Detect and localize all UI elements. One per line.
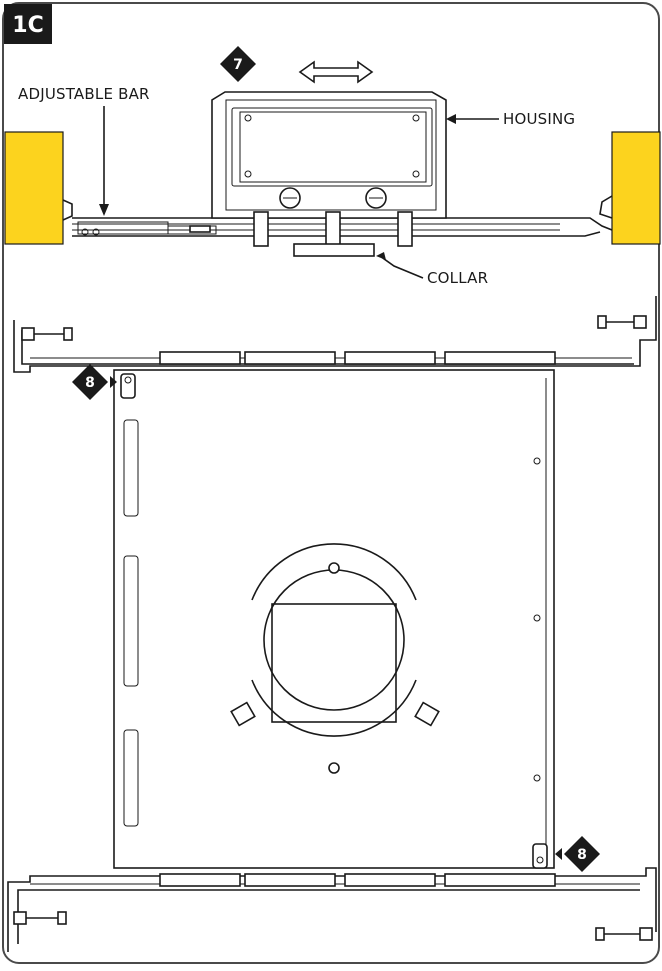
pointer-arrow-icon — [446, 114, 456, 124]
adjustable-bar — [72, 217, 613, 237]
double-arrow-icon — [298, 60, 374, 84]
figure-badge-text: 1C — [12, 13, 43, 38]
step-marker-icon: 7 — [220, 46, 256, 82]
bracket-right — [599, 195, 613, 219]
pointer-arrow-icon — [379, 255, 424, 279]
figure-badge: 1C — [4, 4, 52, 44]
circular-opening — [230, 543, 440, 774]
housing-box — [211, 91, 447, 247]
joist-right — [611, 131, 661, 245]
pointer-arrow-icon — [99, 204, 109, 216]
bracket-left — [62, 199, 73, 221]
step-marker-icon: 8 — [72, 364, 117, 400]
mounting-plate — [113, 369, 555, 869]
step-marker-icon: 8 — [555, 836, 600, 872]
pointer-arrow-icon — [376, 252, 386, 260]
label-adjustable-bar: ADJUSTABLE BAR — [18, 85, 150, 103]
top-view: 8 8 — [7, 296, 657, 952]
joist-left — [4, 131, 64, 245]
step-left-number: 8 — [85, 375, 95, 391]
side-view: 7 ADJUSTABLE BAR HOUSING COLLAR — [4, 46, 661, 287]
step-top-number: 7 — [233, 57, 243, 73]
label-housing: HOUSING — [503, 110, 575, 128]
bar-top — [13, 296, 657, 373]
bar-bottom — [7, 867, 657, 952]
step-right-number: 8 — [577, 847, 587, 863]
label-collar: COLLAR — [427, 269, 488, 287]
collar — [293, 243, 375, 257]
